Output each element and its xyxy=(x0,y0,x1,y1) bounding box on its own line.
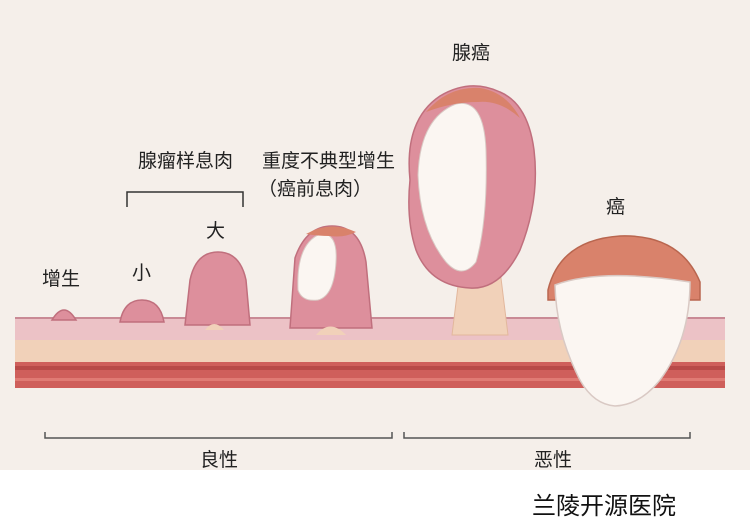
label-dysplasia-line1: 重度不典型增生 xyxy=(262,150,396,172)
label-large: 大 xyxy=(206,220,226,242)
adenocarcinoma-core xyxy=(417,102,487,272)
label-adenoma-group: 腺瘤样息肉 xyxy=(138,150,234,172)
label-cancer: 癌 xyxy=(606,196,626,218)
large-polyp xyxy=(184,251,251,326)
adenoma-bracket xyxy=(126,191,244,207)
hyperplasia-bump xyxy=(50,309,78,321)
malignant-bracket xyxy=(403,432,691,439)
dysplasia-stalk xyxy=(316,326,346,335)
hospital-watermark: 兰陵开源医院 xyxy=(532,492,676,520)
large-polyp-stalk xyxy=(205,324,224,330)
adenocarcinoma-crust xyxy=(426,87,520,118)
label-dysplasia-line2: （癌前息肉） xyxy=(258,178,373,200)
muscle-layer-stripe-2 xyxy=(15,378,725,381)
label-adenocarcinoma: 腺癌 xyxy=(452,42,491,64)
muscle-layer-stripe xyxy=(15,366,725,370)
diagram-panel: 增生 腺瘤样息肉 小 大 重度不典型增生 （癌前息肉） 腺癌 癌 良性 恶性 xyxy=(0,0,750,471)
small-polyp xyxy=(119,299,165,323)
label-benign: 良性 xyxy=(200,449,239,471)
benign-bracket xyxy=(44,432,393,439)
polyp-progression-diagram xyxy=(15,85,725,439)
dysplasia-crust xyxy=(306,226,356,237)
cancer-mass xyxy=(554,274,691,407)
label-hyperplasia: 增生 xyxy=(42,268,81,290)
label-small: 小 xyxy=(132,262,152,284)
label-malignant: 恶性 xyxy=(534,449,573,471)
dysplasia-core xyxy=(297,233,337,301)
